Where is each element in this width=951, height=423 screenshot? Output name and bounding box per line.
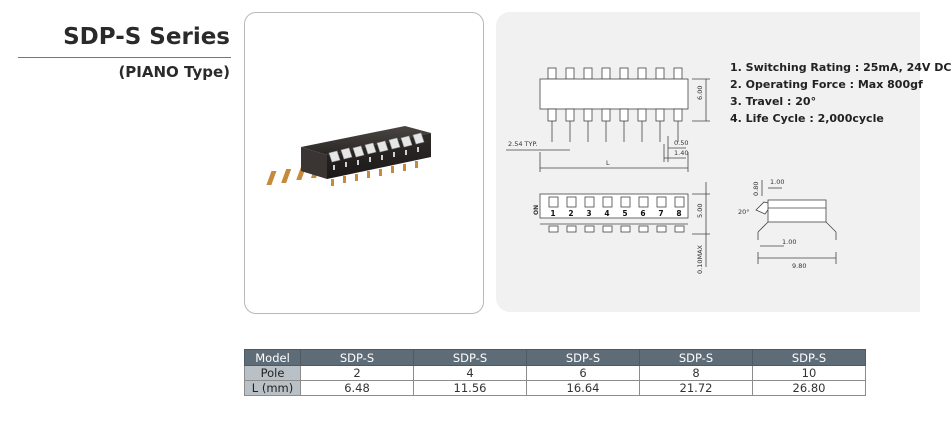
table-cell: 16.64 [526, 380, 640, 396]
table-header-cell: SDP-S [639, 349, 753, 366]
table-row-label: L (mm) [244, 380, 301, 396]
side-view-drawing: 0.80 1.00 20° 1.00 9.80 [738, 178, 837, 270]
side-100-top: 1.00 [770, 178, 784, 186]
dim-pitch: 2.54 TYP. [508, 140, 537, 148]
on-label: ON [533, 205, 540, 215]
dip-switch-photo [266, 126, 431, 186]
table-cell: 4 [413, 365, 527, 381]
side-100-bottom: 1.00 [782, 238, 796, 246]
dim-max: 0.10MAX [696, 244, 704, 274]
table-row-label: Pole [244, 365, 301, 381]
position-number: 8 [676, 209, 681, 218]
spec-item: 3. Travel : 20° [730, 95, 817, 108]
spec-item: 1. Switching Rating : 25mA, 24V DC [730, 61, 951, 74]
spec-list: 1. Switching Rating : 25mA, 24V DC 2. Op… [730, 59, 951, 127]
position-number: 1 [550, 209, 555, 218]
position-number: 3 [586, 209, 591, 218]
side-080: 0.80 [752, 182, 760, 196]
table-header-row: Model SDP-S SDP-S SDP-S SDP-S SDP-S [244, 349, 866, 366]
table-header-cell: SDP-S [413, 349, 527, 366]
position-number: 7 [658, 209, 663, 218]
position-number: 6 [640, 209, 645, 218]
table-header-cell: Model [244, 349, 301, 366]
table-cell: 6 [526, 365, 640, 381]
table-cell: 11.56 [413, 380, 527, 396]
series-title: SDP-S Series [63, 24, 230, 50]
dimension-drawing: 6.00 2.54 TYP. 0.50 1.40 L 5.00 0.10MAX … [506, 67, 710, 274]
table-cell: 6.48 [300, 380, 414, 396]
technical-drawing-panel: 6.00 2.54 TYP. 0.50 1.40 L 5.00 0.10MAX … [496, 12, 951, 312]
table-row: L (mm) 6.48 11.56 16.64 21.72 26.80 [244, 380, 866, 396]
position-number: 4 [604, 209, 609, 218]
table-cell: 2 [300, 365, 414, 381]
table-row: Pole 2 4 6 8 10 [244, 365, 866, 381]
table-cell: 26.80 [752, 380, 866, 396]
title-divider [18, 57, 231, 58]
model-table: Model SDP-S SDP-S SDP-S SDP-S SDP-S Pole… [244, 349, 866, 396]
dim-height-front: 5.00 [696, 204, 704, 218]
side-980: 9.80 [792, 262, 806, 270]
table-cell: 21.72 [639, 380, 753, 396]
table-header-cell: SDP-S [300, 349, 414, 366]
position-number: 5 [622, 209, 627, 218]
table-cell: 8 [639, 365, 753, 381]
series-subtitle: (PIANO Type) [118, 63, 230, 81]
table-header-cell: SDP-S [752, 349, 866, 366]
side-angle: 20° [738, 208, 750, 216]
dim-140: 1.40 [674, 149, 688, 157]
dim-length: L [606, 159, 610, 167]
table-header-cell: SDP-S [526, 349, 640, 366]
spec-item: 2. Operating Force : Max 800gf [730, 78, 923, 91]
product-photo-panel [244, 12, 484, 314]
table-cell: 10 [752, 365, 866, 381]
dim-height-top: 6.00 [696, 86, 704, 100]
dim-050: 0.50 [674, 139, 688, 147]
spec-item: 4. Life Cycle : 2,000cycle [730, 112, 884, 125]
position-number: 2 [568, 209, 573, 218]
